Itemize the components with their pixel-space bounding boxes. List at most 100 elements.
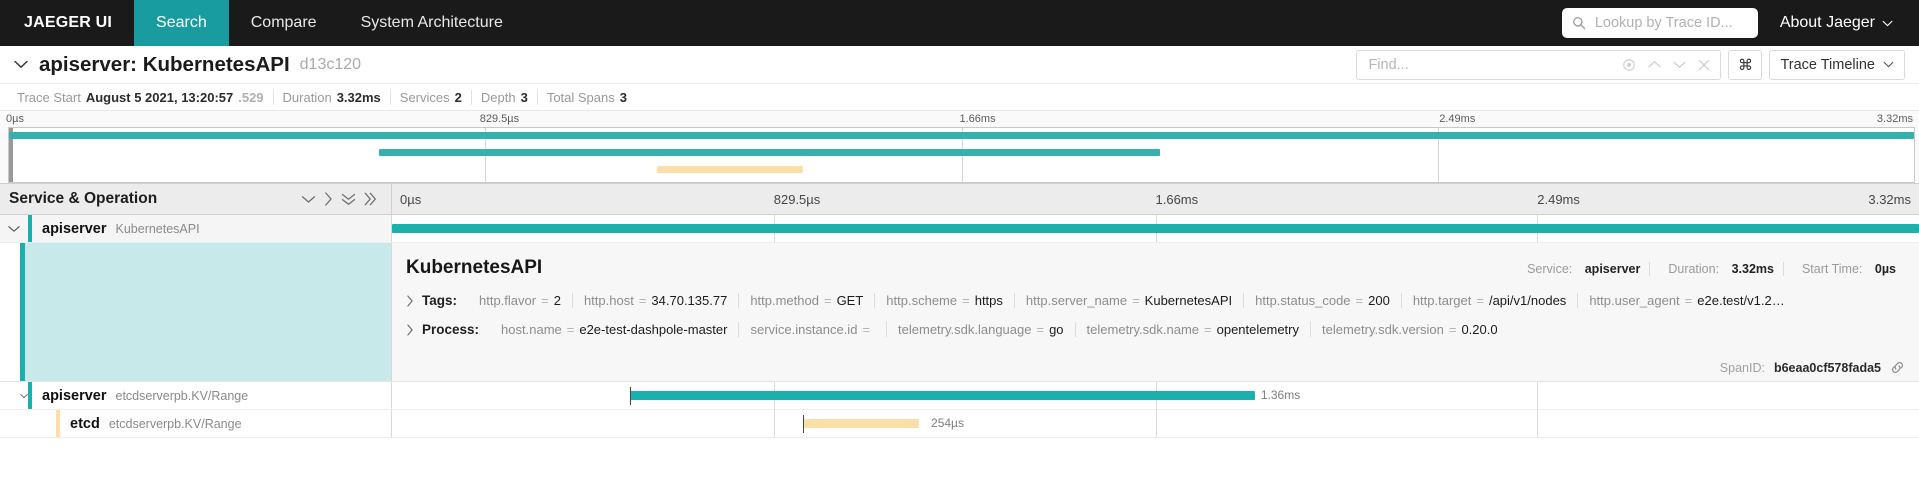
about-jaeger-menu[interactable]: About Jaeger	[1780, 0, 1919, 46]
page-title: apiserver: KubernetesAPI	[39, 52, 290, 76]
span-label-cell[interactable]: etcd etcdserverpb.KV/Range	[0, 410, 392, 437]
tag-item: http.method=GET	[738, 293, 874, 308]
trace-toolbar: ⌘ Trace Timeline	[1356, 49, 1919, 80]
minimap-tick: 2.49ms	[1439, 113, 1476, 125]
process-item: telemetry.sdk.name=opentelemetry	[1074, 322, 1310, 337]
span-operation-name: KubernetesAPI	[115, 221, 200, 236]
tag-item-value: 2	[553, 293, 561, 308]
minimap-viewport[interactable]	[8, 127, 1915, 183]
tag-item-key: http.scheme	[886, 293, 958, 308]
timeline-tick: 2.49ms	[1537, 192, 1580, 207]
process-row[interactable]: Process: host.name=e2e-test-dashpole-mas…	[406, 322, 1905, 337]
timeline-tick: 0µs	[400, 192, 422, 207]
minimap-tick: 3.32ms	[1876, 113, 1913, 125]
tag-item: http.status_code=200	[1243, 293, 1401, 308]
meta-trace-start-value: August 5 2021, 13:20:57	[85, 89, 234, 105]
jaeger-logo[interactable]: JAEGER UI	[24, 14, 113, 31]
span-rows: apiserver KubernetesAPI KubernetesAPI Se…	[0, 215, 1919, 438]
service-operation-header: Service & Operation	[0, 184, 392, 214]
span-label-cell[interactable]: apiserver KubernetesAPI	[0, 215, 392, 242]
meta-services-value: 2	[454, 89, 462, 105]
double-chevron-right-icon[interactable]	[364, 192, 377, 206]
find-input[interactable]	[1357, 50, 1618, 79]
tag-item-equals: =	[823, 293, 832, 308]
chevron-down-icon[interactable]	[0, 392, 28, 400]
meta-total-spans-label: Total Spans	[546, 89, 615, 105]
nav-item-system-architecture[interactable]: System Architecture	[360, 14, 503, 31]
detail-indent	[0, 243, 20, 381]
span-bar-cell[interactable]: 254µs	[392, 410, 1919, 437]
view-mode-label: Trace Timeline	[1780, 56, 1875, 73]
timeline-gridline	[773, 410, 775, 437]
view-mode-select[interactable]: Trace Timeline	[1769, 49, 1905, 80]
process-item: telemetry.sdk.language=go	[886, 322, 1075, 337]
minimap-tick: 1.66ms	[959, 113, 996, 125]
table-row[interactable]: apiserver KubernetesAPI	[0, 215, 1919, 243]
tag-item: http.scheme = https	[874, 293, 1014, 308]
process-item-equals: =	[862, 322, 871, 337]
span-id-value: b6eaa0cf578fada5	[1773, 360, 1881, 375]
chevron-down-icon[interactable]	[14, 60, 28, 69]
meta-services-label: Services	[399, 89, 450, 105]
span-detail-panel: KubernetesAPI Service: apiserver Duratio…	[0, 243, 1919, 382]
span-duration-bar	[392, 224, 1919, 233]
chevron-down-icon[interactable]	[301, 195, 316, 204]
tag-item-equals: =	[962, 293, 970, 308]
tag-item: http.target=/api/v1/nodes	[1400, 293, 1577, 308]
span-bar-cell[interactable]	[392, 215, 1919, 242]
search-icon	[1572, 16, 1586, 30]
tag-item-equals: =	[1355, 293, 1364, 308]
tag-item: http.host=34.70.135.77	[571, 293, 738, 308]
chevron-down-icon	[1882, 20, 1893, 27]
table-row[interactable]: apiserver etcdserverpb.KV/Range 1.36ms	[0, 382, 1919, 410]
keyboard-shortcuts-button[interactable]: ⌘	[1728, 49, 1763, 80]
find-next-icon[interactable]	[1667, 52, 1691, 78]
meta-trace-start: Trace Start August 5 2021, 13:20:57.529	[8, 90, 273, 105]
span-duration-bar	[630, 391, 1255, 400]
detail-duration: Duration: 3.32ms	[1649, 262, 1783, 276]
chevron-right-icon[interactable]	[324, 192, 333, 206]
link-icon[interactable]	[1890, 360, 1905, 375]
table-row[interactable]: etcd etcdserverpb.KV/Range 254µs	[0, 410, 1919, 438]
nav-item-search[interactable]: Search	[134, 0, 229, 46]
tag-item-key: http.user_agent	[1589, 293, 1680, 308]
tag-item-key: http.host	[583, 293, 634, 308]
chevron-right-icon[interactable]	[406, 294, 414, 307]
tag-item-value: https	[974, 293, 1003, 308]
trace-title-row: apiserver: KubernetesAPI d13c120 ⌘	[0, 46, 1919, 84]
span-label-cell[interactable]: apiserver etcdserverpb.KV/Range	[0, 382, 392, 409]
find-prev-icon[interactable]	[1642, 52, 1666, 78]
tag-item-key: http.status_code	[1255, 293, 1351, 308]
focus-target-icon[interactable]	[1617, 52, 1641, 78]
find-box[interactable]	[1356, 49, 1722, 80]
meta-trace-start-frac: .529	[238, 89, 264, 105]
process-label: Process:	[422, 322, 480, 337]
minimap-drag-handle-left[interactable]	[9, 128, 13, 182]
nav-item-compare[interactable]: Compare	[250, 14, 317, 31]
detail-accent-bar	[20, 243, 25, 381]
minimap-gridline	[1437, 128, 1439, 182]
span-detail-meta: Service: apiserver Duration: 3.32ms Star…	[1509, 262, 1905, 276]
trace-id-lookup[interactable]: Lookup by Trace ID...	[1561, 8, 1758, 38]
tag-item-value: e2e.test/v1.2…	[1697, 293, 1785, 308]
double-chevron-down-icon[interactable]	[341, 193, 356, 206]
find-clear-icon[interactable]	[1692, 52, 1716, 78]
timeline-gridline	[1155, 410, 1157, 437]
chevron-right-icon[interactable]	[406, 323, 414, 336]
meta-duration: Duration 3.32ms	[272, 89, 390, 105]
tags-label: Tags:	[422, 293, 458, 308]
span-bar-cell[interactable]: 1.36ms	[392, 382, 1919, 409]
process-item: host.name=e2e-test-dashpole-master	[490, 322, 738, 337]
timeline-tick: 1.66ms	[1155, 192, 1199, 207]
tag-item-value: KubernetesAPI	[1144, 293, 1233, 308]
process-item: service.instance.id=	[738, 322, 886, 337]
timeline-tick: 3.32ms	[1868, 192, 1911, 207]
about-jaeger-label: About Jaeger	[1779, 14, 1875, 31]
meta-total-spans: Total Spans 3	[536, 89, 636, 105]
chevron-down-icon[interactable]	[0, 225, 28, 233]
meta-duration-value: 3.32ms	[336, 89, 381, 105]
